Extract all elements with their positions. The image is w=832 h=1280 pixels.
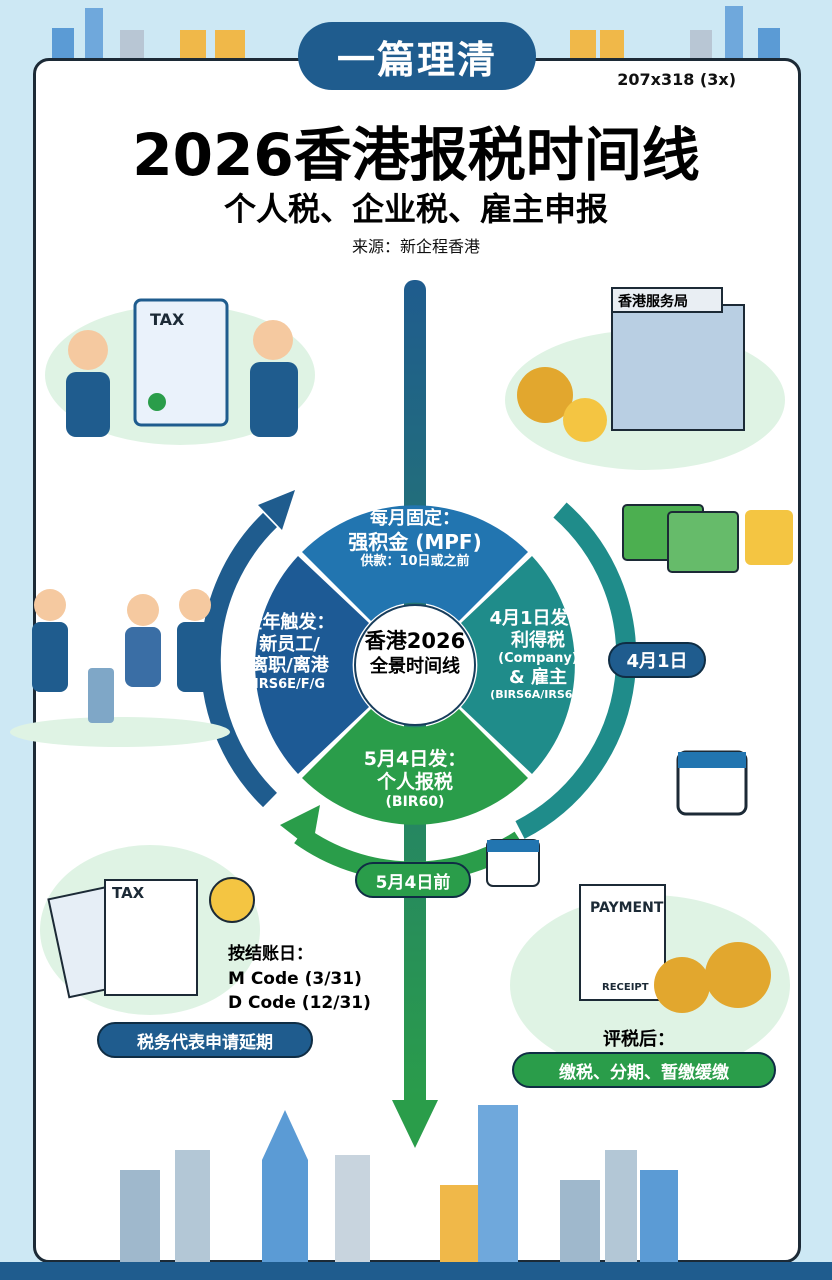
pt-line3: (Company) — [498, 651, 578, 667]
pt-line5: (BIRS6A/IRS6B) — [490, 688, 586, 702]
mpf-line2: 强积金 (MPF) — [348, 529, 482, 554]
segment-mpf: 每月固定： 强积金 (MPF) 供款：10日或之前 — [330, 508, 500, 569]
cash-illustration — [622, 504, 793, 573]
calendar-small-icon — [486, 839, 540, 887]
extension-info: 按结账日： M Code (3/31) D Code (12/31) — [228, 942, 371, 1016]
payment-illustration — [510, 884, 790, 1075]
size-note: 207x318 (3x) — [617, 70, 736, 89]
ec-line2: 新员工/ — [259, 633, 320, 655]
extension-heading: 按结账日： — [228, 944, 313, 964]
st-line3: (BIR60) — [385, 793, 445, 810]
calendar-icon — [676, 750, 748, 816]
after-heading: 评税后： — [603, 1029, 675, 1050]
pt-line2: 利得税 — [511, 629, 565, 651]
ec-line4: IRS6E/F/G — [253, 676, 326, 692]
arc-right-teal — [515, 502, 637, 839]
page-subtitle: 个人税、企业税、雇主申报 — [223, 190, 608, 228]
mpf-line1: 每月固定： — [370, 508, 460, 529]
center-line2: 全景时间线 — [370, 656, 460, 678]
tax-form-label: TAX — [112, 884, 145, 902]
receipt-label: RECEIPT — [602, 982, 649, 993]
m-code: M Code (3/31) — [228, 968, 362, 989]
ird-building-illustration — [505, 287, 785, 470]
pt-line1: 4月1日发： — [489, 608, 587, 629]
payment-label: PAYMENT — [590, 900, 664, 916]
page-title: 2026香港报税时间线 — [132, 121, 700, 189]
segment-employee-changes: 全年触发： 新员工/ 离职/离港 IRS6E/F/G — [232, 612, 347, 692]
wheel-right — [461, 556, 575, 774]
skyline-bottom — [0, 1105, 832, 1280]
pt-line4: & 雇主 — [509, 666, 567, 688]
mpf-line3: 供款：10日或之前 — [360, 553, 470, 569]
wheel-center-label: 香港2026 全景时间线 — [350, 628, 480, 679]
wheel-bottom — [302, 709, 528, 825]
apr-1-marker: 4月1日 — [608, 642, 706, 678]
segment-salaries-tax: 5月4日发： 个人报税 (BIR60) — [335, 748, 495, 810]
extension-badge: 税务代表申请延期 — [97, 1022, 313, 1058]
source-text: 来源：新企程香港 — [351, 237, 480, 256]
wheel-center — [354, 604, 476, 726]
segment-profits-tax: 4月1日发： 利得税 (Company) & 雇主 (BIRS6A/IRS6B) — [478, 608, 598, 702]
tax-clipboard-label: TAX — [150, 310, 185, 329]
ec-line1: 全年触发： — [244, 612, 335, 633]
ec-line3: 离职/离港 — [250, 655, 329, 677]
wheel-top — [302, 505, 528, 621]
st-line2: 个人报税 — [376, 770, 453, 793]
after-badge: 缴税、分期、暂缴缓缴 — [512, 1052, 776, 1088]
people-illustration — [10, 589, 230, 747]
wheel-left — [255, 556, 369, 774]
tax-forms-illustration — [40, 845, 260, 1015]
d-code: D Code (12/31) — [228, 993, 371, 1014]
may-4-marker: 5月4日前 — [355, 862, 471, 898]
header-badge: 一篇理清 — [298, 22, 536, 90]
ird-sign: 香港服务局 — [618, 294, 688, 310]
st-line1: 5月4日发： — [363, 748, 467, 770]
center-line1: 香港2026 — [364, 629, 466, 653]
timeline-arrow — [392, 1100, 438, 1148]
tax-clipboard-illustration — [45, 298, 315, 445]
skyline-top — [52, 6, 780, 60]
